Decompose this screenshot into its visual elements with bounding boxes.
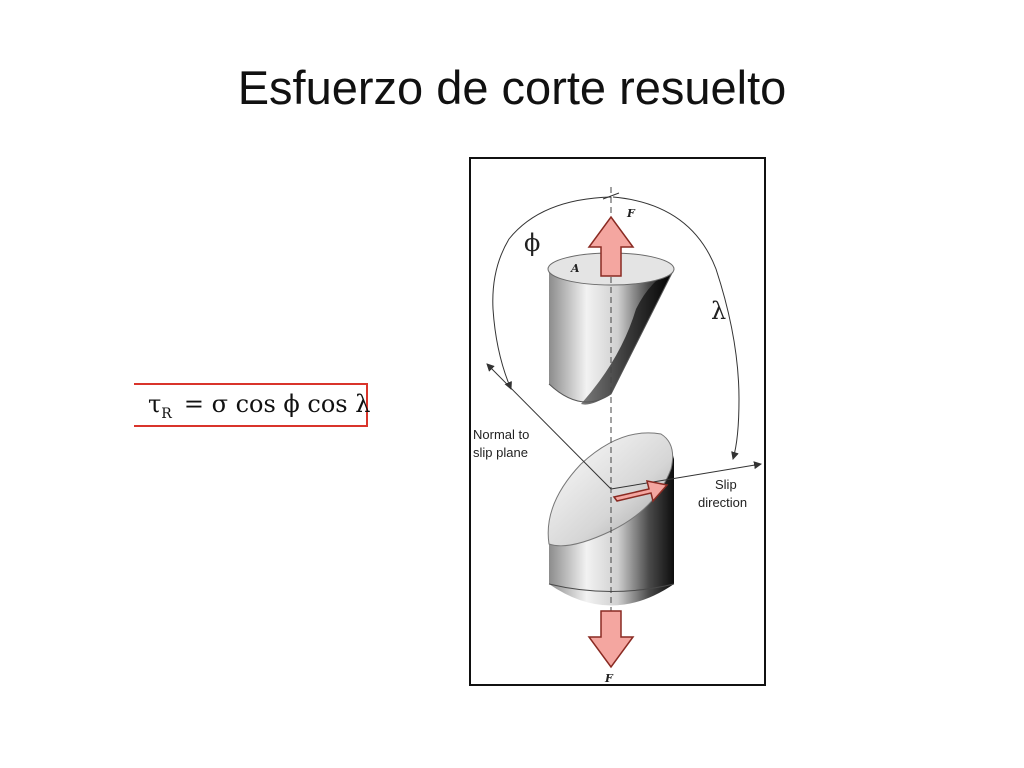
slip-arrow [612, 480, 669, 503]
slip-direction-line [610, 461, 762, 490]
phi-arc [492, 196, 612, 390]
force-arrow-bottom [587, 610, 635, 669]
normal-label-line1: Normal to [473, 427, 529, 442]
formula-symbol: τ [148, 390, 162, 418]
lambda-arc [612, 196, 740, 460]
slip-label-line2: direction [698, 495, 747, 510]
slip-diagram-svg: F F A ϕ λ Normal to slip plane Slip dire… [473, 187, 762, 684]
formula-expression: = σ cos ϕ cos λ [183, 390, 371, 418]
area-label: A [570, 262, 580, 275]
normal-label-line2: slip plane [473, 445, 528, 460]
slip-plane [547, 432, 674, 547]
lambda-label: λ [711, 297, 726, 325]
phi-label: ϕ [524, 229, 540, 257]
formula: τR = σ cos ϕ cos λ [148, 390, 370, 422]
slip-diagram: F F A ϕ λ Normal to slip plane Slip dire… [469, 157, 766, 686]
formula-box: τR = σ cos ϕ cos λ [134, 383, 370, 427]
slide-title: Esfuerzo de corte resuelto [237, 61, 787, 114]
slip-label-line1: Slip [715, 477, 737, 492]
force-arrow-top [587, 215, 635, 277]
force-label-bottom: F [604, 672, 614, 684]
force-label-top: F [626, 207, 636, 220]
formula-subscript: R [161, 406, 172, 422]
